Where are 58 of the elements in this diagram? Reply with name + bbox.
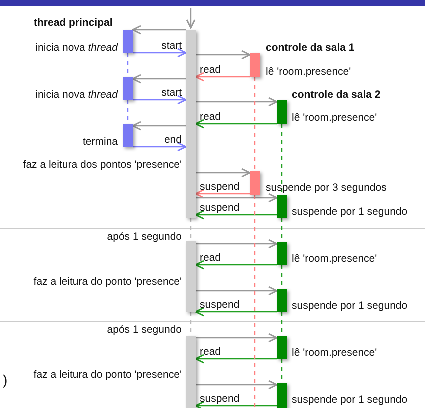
note-text: lê 'room.presence' [292, 253, 378, 265]
note-text: faz a leitura do ponto 'presence' [34, 276, 182, 288]
edge-label: suspend [200, 202, 240, 214]
arrow [195, 260, 277, 270]
arrow [195, 72, 250, 82]
edge-label: read [200, 346, 222, 358]
note-text: inicia nova thread [36, 89, 118, 101]
note-text: suspende por 1 segundo [292, 206, 408, 218]
arrow [196, 50, 251, 60]
edge-label: suspend [200, 393, 240, 405]
edge-label: read [200, 64, 222, 76]
note-text: termina [82, 136, 118, 148]
arrow [196, 97, 278, 107]
arrow [132, 74, 186, 84]
arrow [196, 193, 278, 203]
arrow [196, 380, 278, 390]
label-text: ) [3, 374, 8, 386]
arrow [133, 48, 187, 58]
note-text: após 1 segundo [107, 231, 182, 243]
lifeline-heading: controle da sala 1 [266, 42, 355, 54]
note-text: faz a leitura dos pontos 'presence' [23, 159, 182, 171]
arrow [195, 354, 277, 364]
lifeline-heading: controle da sala 2 [292, 89, 381, 101]
edge-label: read [200, 252, 222, 264]
lifeline [281, 124, 283, 195]
arrow [186, 8, 196, 29]
arrow [196, 286, 278, 296]
note-text: lê 'room.presence' [266, 66, 352, 78]
note-text: suspende por 1 segundo [292, 300, 408, 312]
arrow [196, 168, 251, 178]
arrow [196, 333, 278, 343]
lifeline [254, 195, 256, 408]
edge-label: start [162, 87, 182, 99]
note-text: lê 'room.presence' [292, 347, 378, 359]
arrow [195, 189, 250, 199]
lifeline [190, 218, 192, 241]
lifeline-heading: thread principal [34, 17, 113, 29]
edge-label: suspend [200, 181, 240, 193]
lifeline [254, 77, 256, 171]
arrow [133, 142, 187, 152]
arrow [132, 25, 186, 35]
arrow [195, 401, 277, 408]
note-text: suspende por 3 segundos [266, 182, 387, 194]
arrow [196, 239, 278, 249]
arrow [132, 121, 186, 131]
edge-label: start [162, 40, 182, 52]
edge-label: end [164, 134, 182, 146]
note-text: lê 'room.presence' [292, 112, 378, 124]
arrow [195, 210, 277, 220]
edge-label: suspend [200, 299, 240, 311]
note-text: suspende por 1 segundo [292, 394, 408, 406]
note-text: inicia nova thread [36, 42, 118, 54]
note-text: após 1 segundo [107, 324, 182, 336]
arrow [195, 307, 277, 317]
edge-label: read [200, 111, 222, 123]
arrow [195, 119, 277, 129]
note-text: faz a leitura do ponto 'presence' [34, 369, 182, 381]
arrow [133, 95, 187, 105]
